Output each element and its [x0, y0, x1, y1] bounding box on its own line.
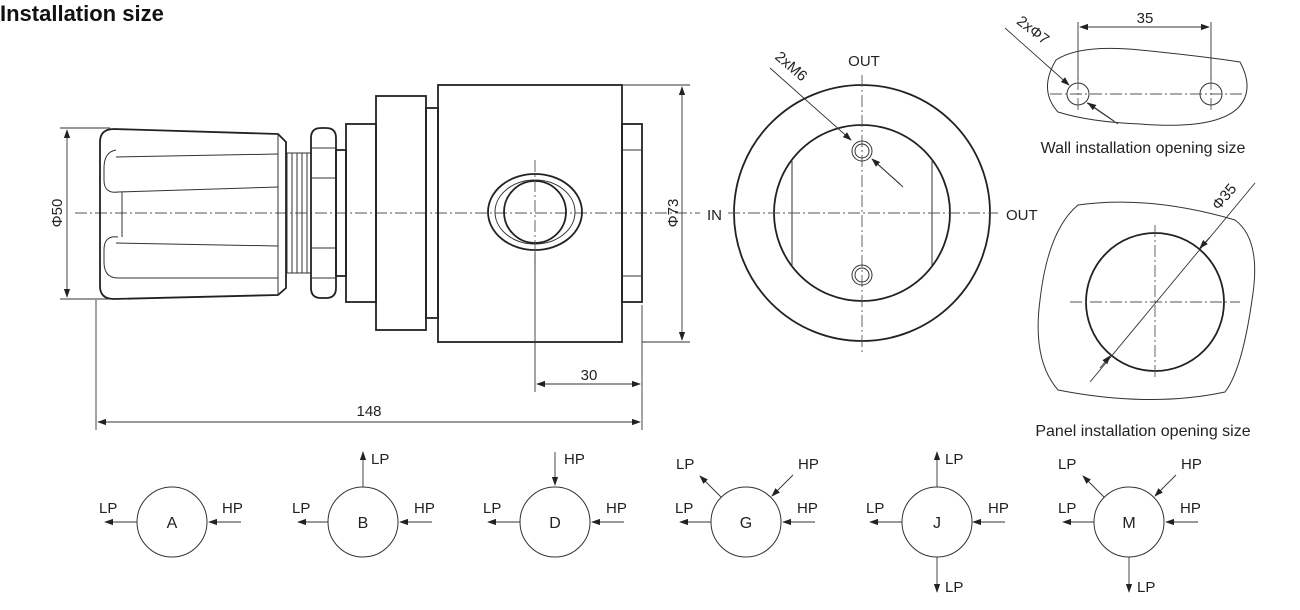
config-a-port-lp: LP [99, 500, 117, 517]
regulator-knob [99, 128, 287, 300]
wall-installation: 35 2xΦ7 Wall installation opening size [1004, 10, 1248, 157]
side-port [487, 160, 583, 265]
config-m-letter: M [1122, 515, 1135, 532]
wall-hole-label: 2xΦ7 [1013, 13, 1052, 49]
config-a-port-hp: HP [222, 500, 243, 517]
config-d-port-hp-top: HP [564, 451, 585, 468]
side-view: Φ50 Φ73 30 148 [49, 84, 700, 430]
dim-knob-diameter: Φ50 [49, 127, 110, 300]
config-j-port-lp-left: LP [866, 500, 884, 517]
lock-nut [310, 127, 337, 299]
config-d-letter: D [549, 515, 561, 532]
panel-installation: Φ35 Panel installation opening size [1035, 181, 1256, 440]
config-d-port-hp-right: HP [606, 500, 627, 517]
panel-hole-label: Φ35 [1209, 181, 1240, 214]
dim-overall-length: 148 [95, 300, 641, 430]
front-out-top-label: OUT [848, 53, 880, 70]
config-j-port-lp-bottom: LP [945, 579, 963, 596]
config-m-port-lp-bottom: LP [1137, 579, 1155, 596]
mount-hole-bottom [851, 264, 873, 286]
wall-spacing-label: 35 [1137, 10, 1154, 27]
dim-overall-length-label: 148 [356, 403, 381, 420]
config-b-port-hp: HP [414, 500, 435, 517]
config-m-port-hp-top: HP [1181, 456, 1202, 473]
regulator-body [437, 84, 623, 343]
config-b-port-lp-left: LP [292, 500, 310, 517]
config-m-port-hp-right: HP [1180, 500, 1201, 517]
config-j-letter: J [933, 515, 941, 532]
dim-body-height: Φ73 [622, 84, 690, 343]
config-m: M LP HP LP HP LP [1058, 456, 1202, 596]
panel-caption: Panel installation opening size [1035, 423, 1250, 440]
config-b: B LP LP HP [292, 451, 435, 558]
config-g-port-hp-top: HP [798, 456, 819, 473]
wall-caption: Wall installation opening size [1041, 140, 1246, 157]
dim-port-offset-label: 30 [581, 367, 598, 384]
page-title: Installation size [0, 1, 164, 26]
config-g-port-lp-top: LP [676, 456, 694, 473]
rear-cap [621, 123, 643, 303]
config-a-letter: A [167, 515, 178, 532]
config-b-letter: B [358, 515, 369, 532]
config-j-port-hp: HP [988, 500, 1009, 517]
mount-hole-top [851, 140, 873, 162]
config-d-port-lp: LP [483, 500, 501, 517]
config-m-port-lp-left: LP [1058, 500, 1076, 517]
front-view: 2xM6 OUT IN OUT [707, 48, 1038, 352]
dim-body-height-label: Φ73 [665, 199, 682, 228]
config-b-port-lp-top: LP [371, 451, 389, 468]
dim-port-offset: 30 [534, 252, 643, 430]
config-d: D LP HP HP [483, 451, 627, 558]
config-m-port-lp-top: LP [1058, 456, 1076, 473]
config-j-port-lp-top: LP [945, 451, 963, 468]
config-g-port-lp-left: LP [675, 500, 693, 517]
port-configurations: A LP HP B LP LP HP D LP HP HP [99, 451, 1202, 596]
mount-thread-label: 2xM6 [772, 48, 811, 85]
front-in-label: IN [707, 207, 722, 224]
config-g: G LP HP LP HP [675, 456, 819, 558]
config-g-port-hp-right: HP [797, 500, 818, 517]
config-g-letter: G [740, 515, 752, 532]
dim-knob-diameter-label: Φ50 [49, 199, 66, 228]
config-a: A LP HP [99, 486, 243, 558]
front-out-right-label: OUT [1006, 207, 1038, 224]
config-j: J LP LP HP LP [866, 451, 1009, 596]
